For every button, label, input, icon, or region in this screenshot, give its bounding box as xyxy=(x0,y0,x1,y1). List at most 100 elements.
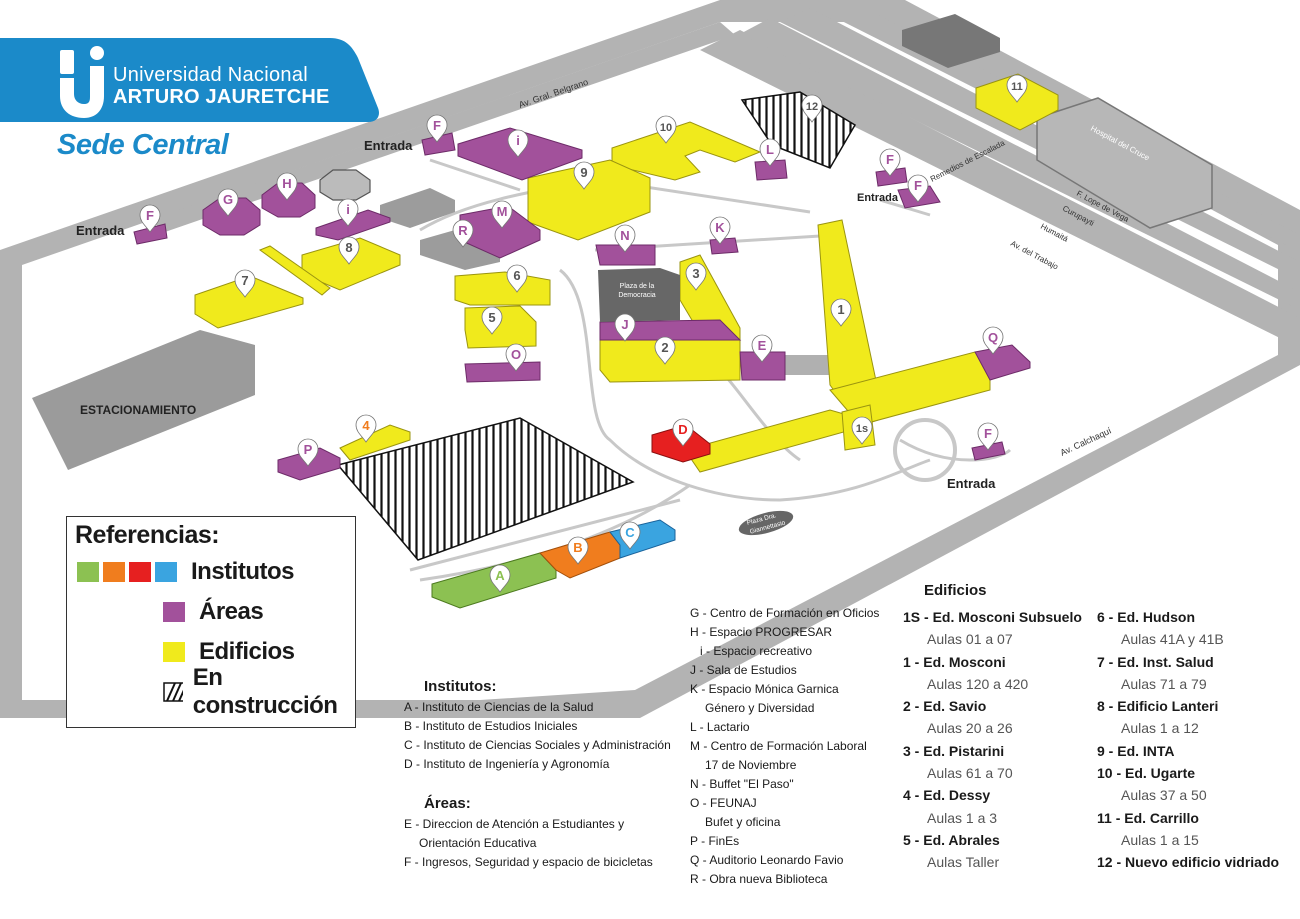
swatch-blue xyxy=(155,562,177,582)
building-aulas: Aulas 1 a 15 xyxy=(1121,831,1199,848)
map-pin-icon xyxy=(139,204,161,233)
map-pin-e: E xyxy=(751,334,773,363)
map-pin-icon xyxy=(491,200,513,229)
swatch-yellow xyxy=(163,642,185,662)
list-item: R - Obra nueva Biblioteca xyxy=(690,872,828,886)
legend-areas-label: Áreas xyxy=(199,598,264,625)
legend-title: Referencias: xyxy=(75,521,220,549)
entrance-label-2: Entrada xyxy=(76,223,125,238)
map-pin-i: i xyxy=(507,129,529,158)
map-pin-11: 11 xyxy=(1006,74,1028,103)
building-gray-top xyxy=(902,14,1000,68)
building-6 xyxy=(454,271,551,306)
map-pin-icon xyxy=(452,219,474,248)
map-pin-icon xyxy=(234,269,256,298)
legend-construccion-label: En construcción xyxy=(192,664,338,719)
edificios-heading: Edificios xyxy=(924,582,987,599)
map-pin-f: F xyxy=(977,422,999,451)
map-pin-label: A xyxy=(495,568,505,583)
map-pin-label: Q xyxy=(988,330,998,345)
area-n xyxy=(595,244,656,266)
gray-strip-e xyxy=(785,355,830,375)
building-name: 4 - Ed. Dessy xyxy=(903,787,991,804)
map-legend: Referencias: Institutos Áreas Edificios … xyxy=(66,516,356,728)
logo-mark-icon xyxy=(60,46,104,118)
list-item: C - Instituto de Ciencias Sociales y Adm… xyxy=(404,738,671,752)
map-pin-label: 8 xyxy=(345,240,352,255)
map-pin-label: 10 xyxy=(660,122,672,134)
map-pin-2: 2 xyxy=(654,336,676,365)
university-name-line2: ARTURO JAURETCHE xyxy=(113,86,330,108)
plaza-giannettasio xyxy=(738,510,794,536)
list-item: F - Ingresos, Seguridad y espacio de bic… xyxy=(404,855,653,869)
map-pin-icon xyxy=(507,129,529,158)
list-item: i - Espacio recreativo xyxy=(700,644,813,658)
areas-heading: Áreas: xyxy=(424,795,471,812)
map-pin-label: F xyxy=(433,118,441,133)
map-pin-icon xyxy=(276,172,298,201)
institutos-list: A - Instituto de Ciencias de la Salud B … xyxy=(404,698,671,774)
construction-12 xyxy=(740,91,857,169)
building-name: 11 - Ed. Carrillo xyxy=(1097,809,1199,826)
legend-institutos-row: Institutos xyxy=(77,557,295,587)
university-name-line1: Universidad Nacional xyxy=(113,64,308,86)
area-q xyxy=(974,344,1031,381)
map-pin-f: F xyxy=(879,148,901,177)
building-name: 8 - Edificio Lanteri xyxy=(1097,698,1219,715)
building-name: 1 - Ed. Mosconi xyxy=(903,653,1006,670)
map-pin-i: i xyxy=(337,198,359,227)
building-aulas: Aulas 71 a 79 xyxy=(1121,675,1207,692)
map-pin-label: G xyxy=(223,192,233,207)
map-pin-l: L xyxy=(759,138,781,167)
swatch-green xyxy=(77,562,99,582)
map-pin-icon xyxy=(751,334,773,363)
map-pin-label: 9 xyxy=(580,165,587,180)
map-pin-icon xyxy=(759,138,781,167)
octagon-building xyxy=(319,169,371,201)
map-pin-5: 5 xyxy=(481,306,503,335)
area-o xyxy=(464,361,541,383)
list-item: J - Sala de Estudios xyxy=(690,663,797,677)
legend-areas-row: Áreas xyxy=(163,597,264,627)
map-pin-label: 1 xyxy=(837,302,844,317)
legend-edificios-row: Edificios xyxy=(163,637,295,667)
map-pin-1: 1 xyxy=(830,298,852,327)
edificios-col1: 1S - Ed. Mosconi Subsuelo Aulas 01 a 07 … xyxy=(903,606,1082,874)
map-pin-icon xyxy=(506,264,528,293)
building-aulas: Aulas 1 a 3 xyxy=(927,809,998,826)
map-pin-9: 9 xyxy=(573,161,595,190)
area-k xyxy=(709,237,739,255)
map-pin-label: D xyxy=(678,422,687,437)
map-pin-n: N xyxy=(614,224,636,253)
map-pin-10: 10 xyxy=(655,115,677,144)
map-pin-icon xyxy=(672,418,694,447)
map-pin-icon xyxy=(338,236,360,265)
map-pin-3: 3 xyxy=(685,262,707,291)
map-pin-icon xyxy=(217,188,239,217)
list-item: D - Instituto de Ingeniería y Agronomía xyxy=(404,757,610,771)
map-pin-label: L xyxy=(766,142,774,157)
map-pin-a: A xyxy=(489,564,511,593)
map-pin-icon xyxy=(801,94,823,123)
area-l xyxy=(754,159,788,181)
building-name: 9 - Ed. INTA xyxy=(1097,742,1175,759)
map-pin-label: F xyxy=(914,178,922,193)
building-4 xyxy=(339,424,411,461)
list-item: Q - Auditorio Leonardo Favio xyxy=(690,853,844,867)
gray-building-center xyxy=(380,188,455,228)
map-pin-label: 6 xyxy=(513,268,520,283)
building-name: 2 - Ed. Savio xyxy=(903,698,987,715)
map-pin-m: M xyxy=(491,200,513,229)
map-pin-icon xyxy=(573,161,595,190)
list-item: 17 de Noviembre xyxy=(705,758,797,772)
map-pin-icon xyxy=(297,438,319,467)
campus-title: Sede Central xyxy=(57,129,229,161)
map-pin-icon xyxy=(614,313,636,342)
map-pin-icon xyxy=(489,564,511,593)
construction-large xyxy=(336,417,635,561)
map-pin-icon xyxy=(355,414,377,443)
map-pin-label: R xyxy=(458,223,468,238)
list-item: A - Instituto de Ciencias de la Salud xyxy=(404,700,594,714)
map-pin-j: J xyxy=(614,313,636,342)
list-item: Bufet y oficina xyxy=(705,815,781,829)
